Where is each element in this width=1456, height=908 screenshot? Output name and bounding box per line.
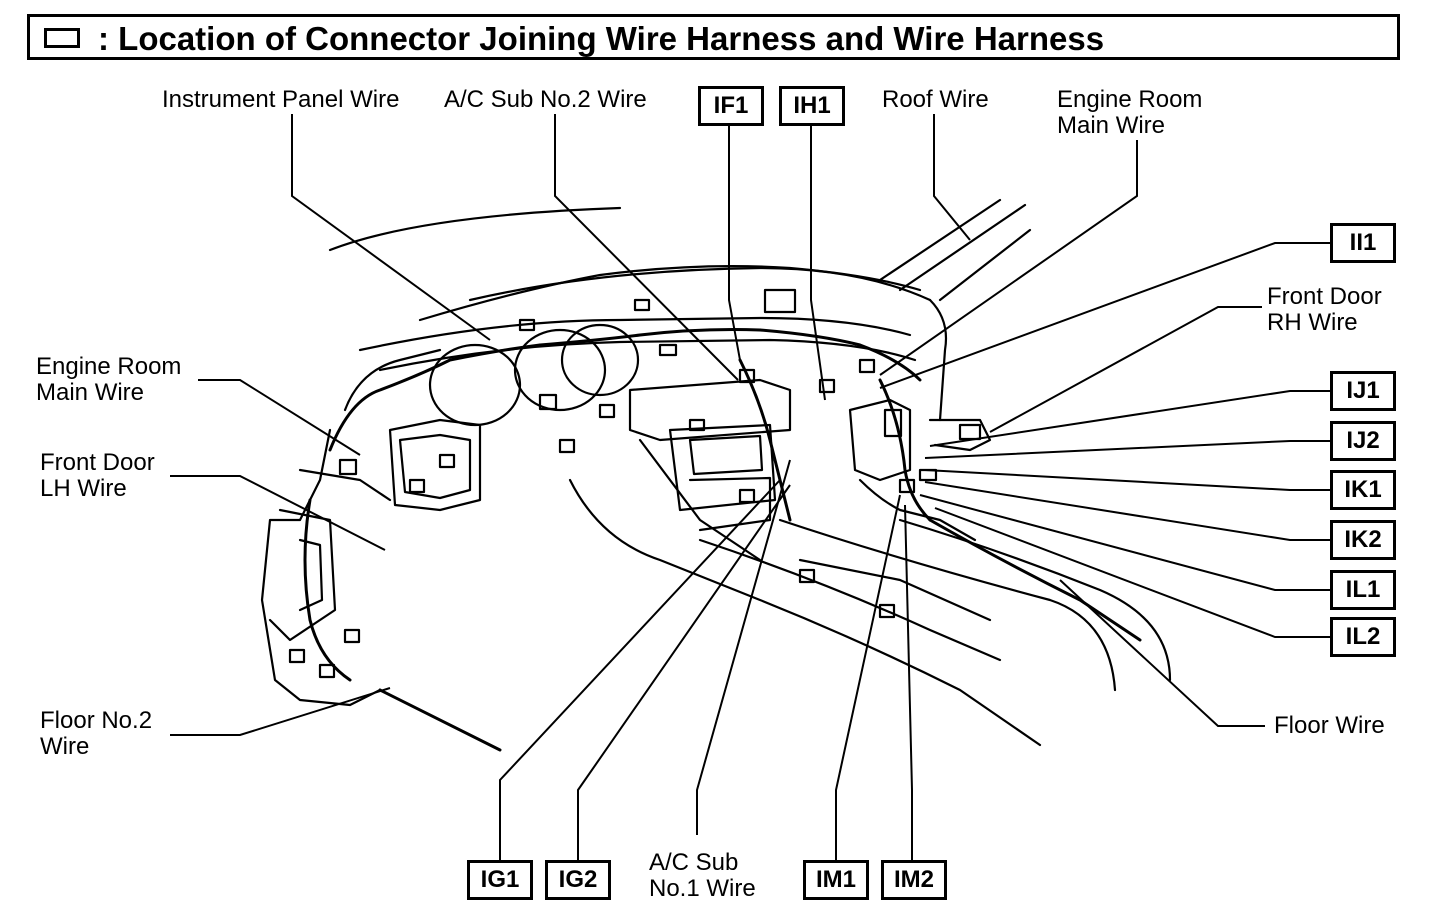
label-line: Floor No.2 xyxy=(40,707,153,734)
code-box-il1: IL1 xyxy=(1330,570,1396,610)
code-box-ii1: II1 xyxy=(1330,223,1396,263)
code-box-ik1: IK1 xyxy=(1330,470,1396,510)
label-line: Front Door xyxy=(1267,283,1382,310)
label-line: Front Door xyxy=(40,449,155,476)
label-ac-sub-no1-wire: A/C Sub No.1 Wire xyxy=(649,850,756,902)
label-line: A/C Sub xyxy=(649,849,739,876)
code-box-im2: IM2 xyxy=(881,860,947,900)
code-box-if1: IF1 xyxy=(698,86,764,126)
label-roof-wire: Roof Wire xyxy=(882,86,989,113)
label-floor-wire: Floor Wire xyxy=(1274,712,1385,739)
label-instrument-panel-wire: Instrument Panel Wire xyxy=(162,86,400,113)
label-ac-sub-no2-wire: A/C Sub No.2 Wire xyxy=(444,86,647,113)
label-line: Wire xyxy=(40,733,90,760)
label-engine-room-main-wire-right: Engine Room Main Wire xyxy=(1057,87,1202,139)
code-box-ig2: IG2 xyxy=(545,860,611,900)
title-box: : Location of Connector Joining Wire Har… xyxy=(27,14,1400,60)
connector-box-icon xyxy=(44,28,80,48)
label-line: Main Wire xyxy=(1057,112,1166,139)
label-line: RH Wire xyxy=(1267,309,1358,336)
code-box-ij2: IJ2 xyxy=(1330,421,1396,461)
code-box-ig1: IG1 xyxy=(467,860,533,900)
label-front-door-lh-wire: Front Door LH Wire xyxy=(40,450,155,502)
label-floor-no2-wire: Floor No.2 Wire xyxy=(40,708,152,760)
dashboard-drawing xyxy=(260,198,1172,752)
label-line: No.1 Wire xyxy=(649,875,756,902)
code-box-il2: IL2 xyxy=(1330,617,1396,657)
label-line: Main Wire xyxy=(36,379,145,406)
code-box-ij1: IJ1 xyxy=(1330,371,1396,411)
code-box-ih1: IH1 xyxy=(779,86,845,126)
label-line: Engine Room xyxy=(1057,86,1203,113)
label-line: LH Wire xyxy=(40,475,127,502)
leader-lines xyxy=(170,114,1330,860)
label-front-door-rh-wire: Front Door RH Wire xyxy=(1267,284,1382,336)
label-engine-room-main-wire-left: Engine Room Main Wire xyxy=(36,354,181,406)
code-box-ik2: IK2 xyxy=(1330,520,1396,560)
page-title: : Location of Connector Joining Wire Har… xyxy=(98,20,1105,57)
label-line: Engine Room xyxy=(36,353,182,380)
code-box-im1: IM1 xyxy=(803,860,869,900)
